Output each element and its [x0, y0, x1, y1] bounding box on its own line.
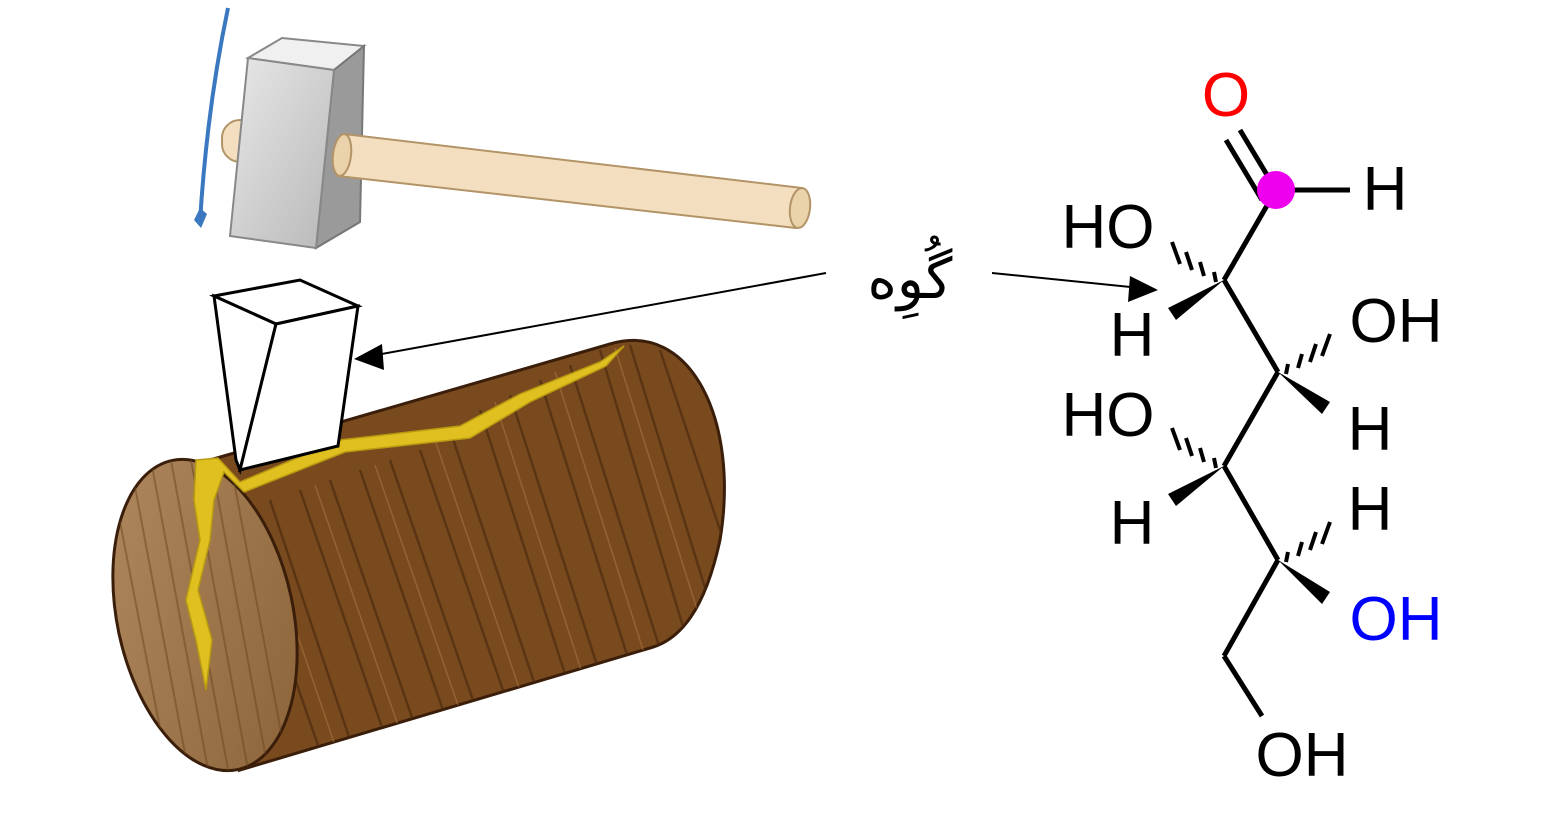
- molecule-bonds: [1221, 128, 1350, 718]
- atom-oh-c6: OH: [1256, 721, 1349, 790]
- highlighted-carbon: [1257, 171, 1295, 209]
- atom-ho-c4: HO: [1062, 381, 1155, 450]
- hammer-illustration: [194, 7, 812, 250]
- swing-motion-arrow: [198, 7, 230, 223]
- atom-h-c3: H: [1348, 395, 1393, 464]
- atom-h-c2: H: [1110, 301, 1155, 370]
- log-crack: [185, 345, 625, 691]
- hammer-head: [228, 36, 367, 250]
- wedge-illustration: [209, 278, 363, 475]
- hammer-handle: [331, 132, 812, 230]
- atom-h-c4: H: [1110, 489, 1155, 558]
- log-grain: [238, 344, 725, 770]
- log-illustration: [109, 338, 726, 781]
- pointer-arrow-to-molecule: [991, 272, 1151, 290]
- annotation-label: گُوِه: [868, 235, 953, 319]
- atom-h-aldehyde: H: [1363, 155, 1408, 224]
- molecule-wedges: [1168, 280, 1330, 604]
- atom-ho-c2: HO: [1062, 193, 1155, 262]
- atom-o-carbonyl: O: [1202, 61, 1250, 130]
- atom-oh-c5: OH: [1350, 585, 1443, 654]
- atom-h-c5: H: [1348, 475, 1393, 544]
- pointer-arrow-to-wedge: [359, 272, 827, 359]
- molecule-hashes: [1170, 241, 1332, 563]
- glucose-molecule: O H HO H OH H HO H H OH OH: [1062, 61, 1443, 790]
- atom-oh-c3: OH: [1350, 287, 1443, 356]
- annotation-group: گُوِه: [354, 235, 1158, 370]
